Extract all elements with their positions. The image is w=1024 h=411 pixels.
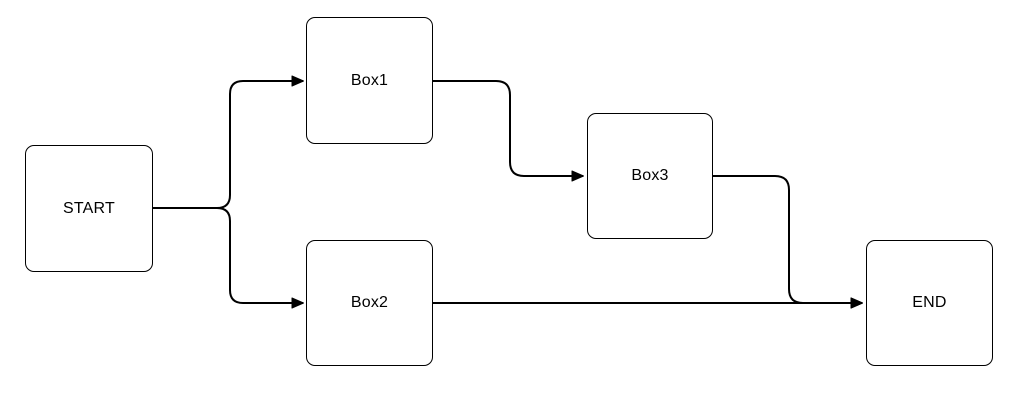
node-box1-label: Box1 — [350, 71, 389, 89]
node-start[interactable]: START — [25, 145, 153, 272]
edge-box1-to-box3[interactable] — [433, 80, 584, 182]
node-end[interactable]: END — [866, 240, 993, 366]
node-start-label: START — [63, 199, 115, 217]
node-box2-label: Box2 — [350, 294, 389, 311]
node-box1[interactable]: Box1 — [306, 17, 433, 144]
edge-box3-to-end[interactable] — [713, 175, 863, 309]
edge-start-to-box1[interactable] — [153, 75, 304, 209]
edge-start-to-box2[interactable] — [153, 207, 304, 309]
node-box3[interactable]: Box3 — [587, 113, 713, 239]
node-box3-label: Box3 — [631, 167, 669, 184]
node-box2[interactable]: Box2 — [306, 240, 433, 366]
node-end-label: END — [912, 294, 947, 311]
